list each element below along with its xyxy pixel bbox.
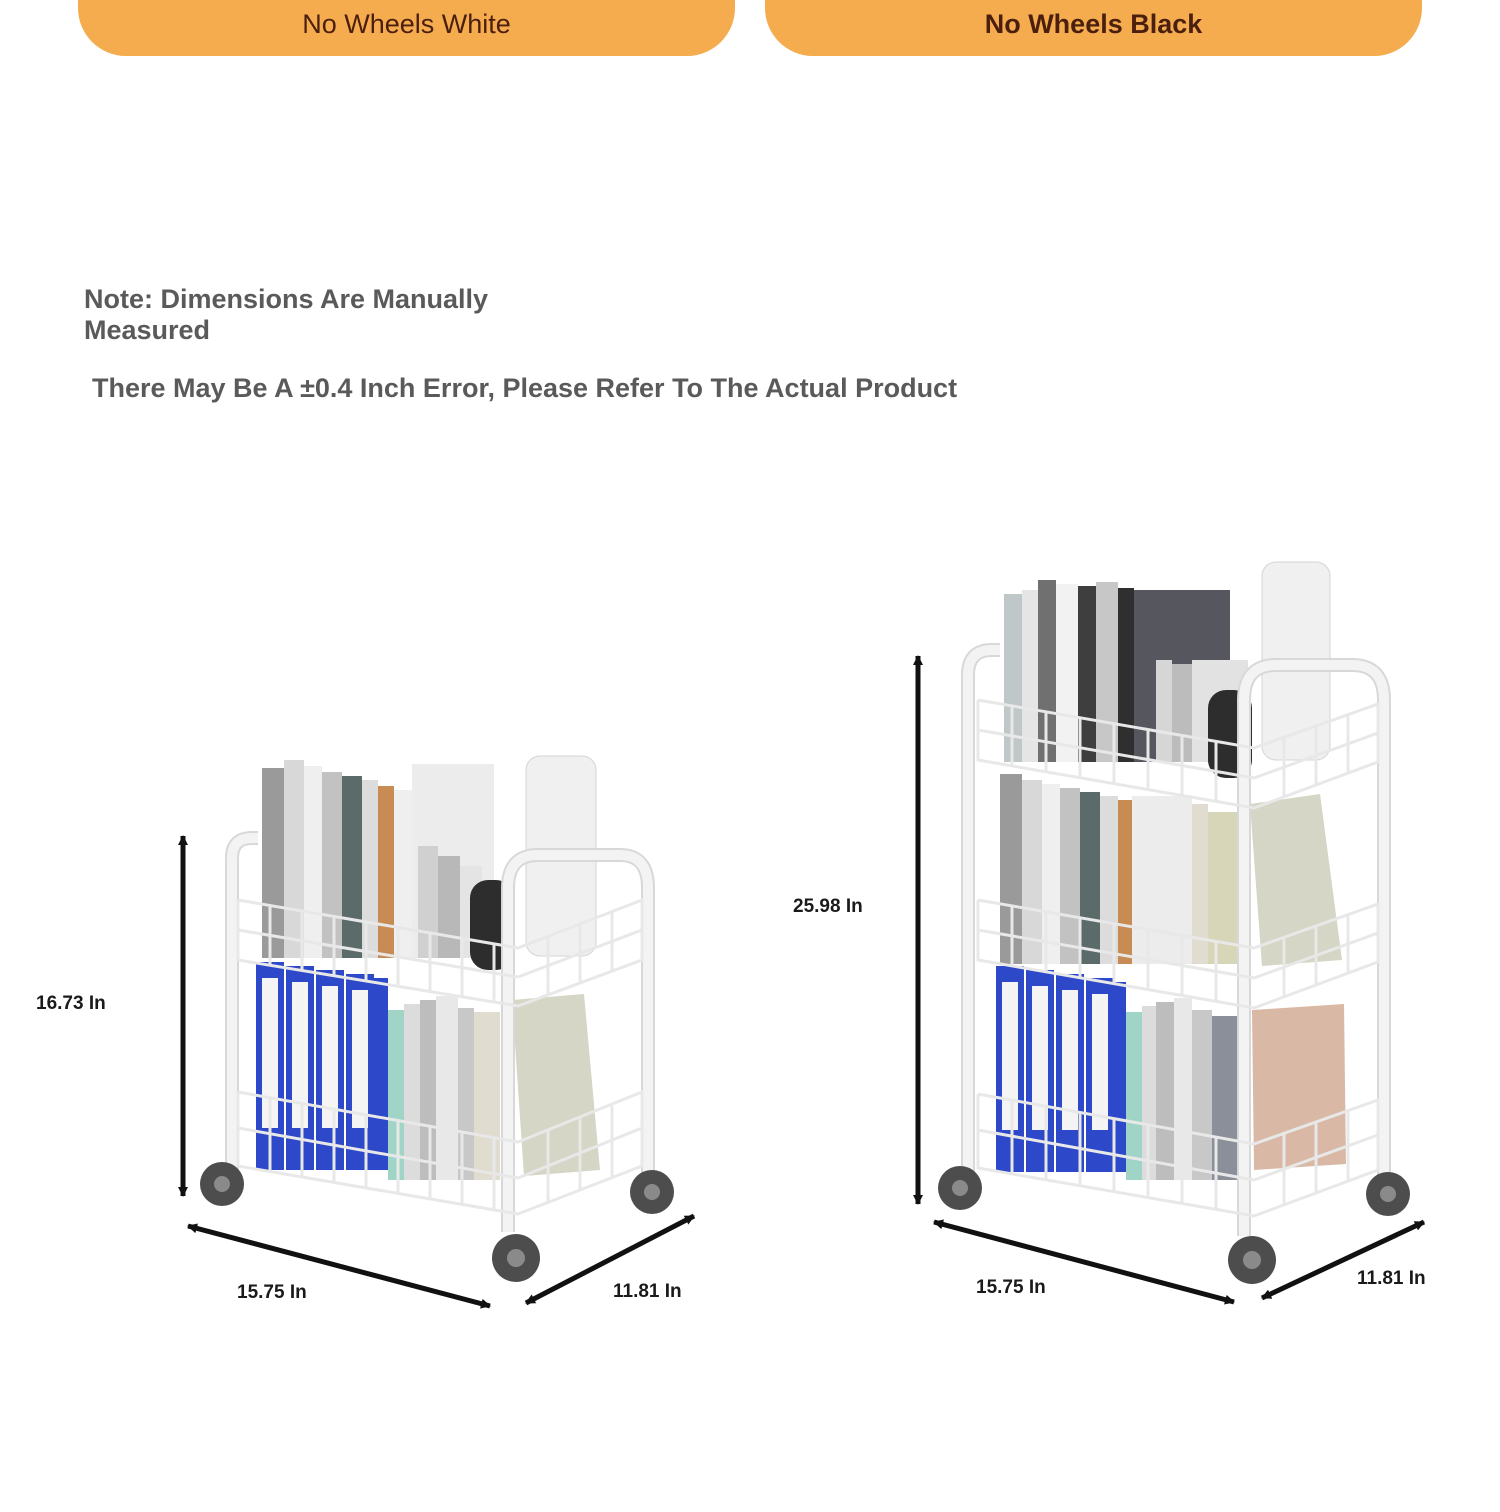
binders-bottom-shelf	[256, 962, 600, 1180]
dimension-note-detail: There May Be A ±0.4 Inch Error, Please R…	[92, 373, 958, 403]
large-cart-depth-label: 11.81 In	[1357, 1268, 1426, 1289]
cart-frame	[961, 643, 1391, 1236]
dimension-arrows	[178, 835, 696, 1309]
basket-top	[236, 897, 644, 1008]
books-middle-shelf	[1000, 774, 1342, 966]
tab-no-wheels-black[interactable]: No Wheels Black	[765, 0, 1422, 56]
basket-bottom	[236, 1089, 644, 1216]
large-cart-width-label: 15.75 In	[976, 1277, 1046, 1298]
dimension-note-title: Note: Dimensions Are Manually Measured	[84, 284, 489, 345]
dimension-arrows	[913, 655, 1426, 1305]
books-top-shelf	[262, 760, 494, 958]
cart-frame	[225, 831, 655, 1232]
small-cart-width-label: 15.75 In	[237, 1282, 307, 1303]
tab-label: No Wheels Black	[984, 9, 1203, 39]
basket-middle	[976, 898, 1380, 1010]
cart-two-tier	[178, 755, 696, 1309]
binders-bottom-shelf	[996, 966, 1346, 1180]
large-cart-height-label: 25.98 In	[793, 896, 863, 917]
small-cart-depth-label: 11.81 In	[613, 1281, 682, 1302]
cart-three-tier	[913, 561, 1426, 1305]
small-cart-height-label: 16.73 In	[36, 993, 106, 1014]
tab-no-wheels-white[interactable]: No Wheels White	[78, 0, 735, 56]
tab-label: No Wheels White	[302, 9, 511, 39]
basket-top	[976, 698, 1380, 810]
basket-bottom	[976, 1092, 1380, 1218]
